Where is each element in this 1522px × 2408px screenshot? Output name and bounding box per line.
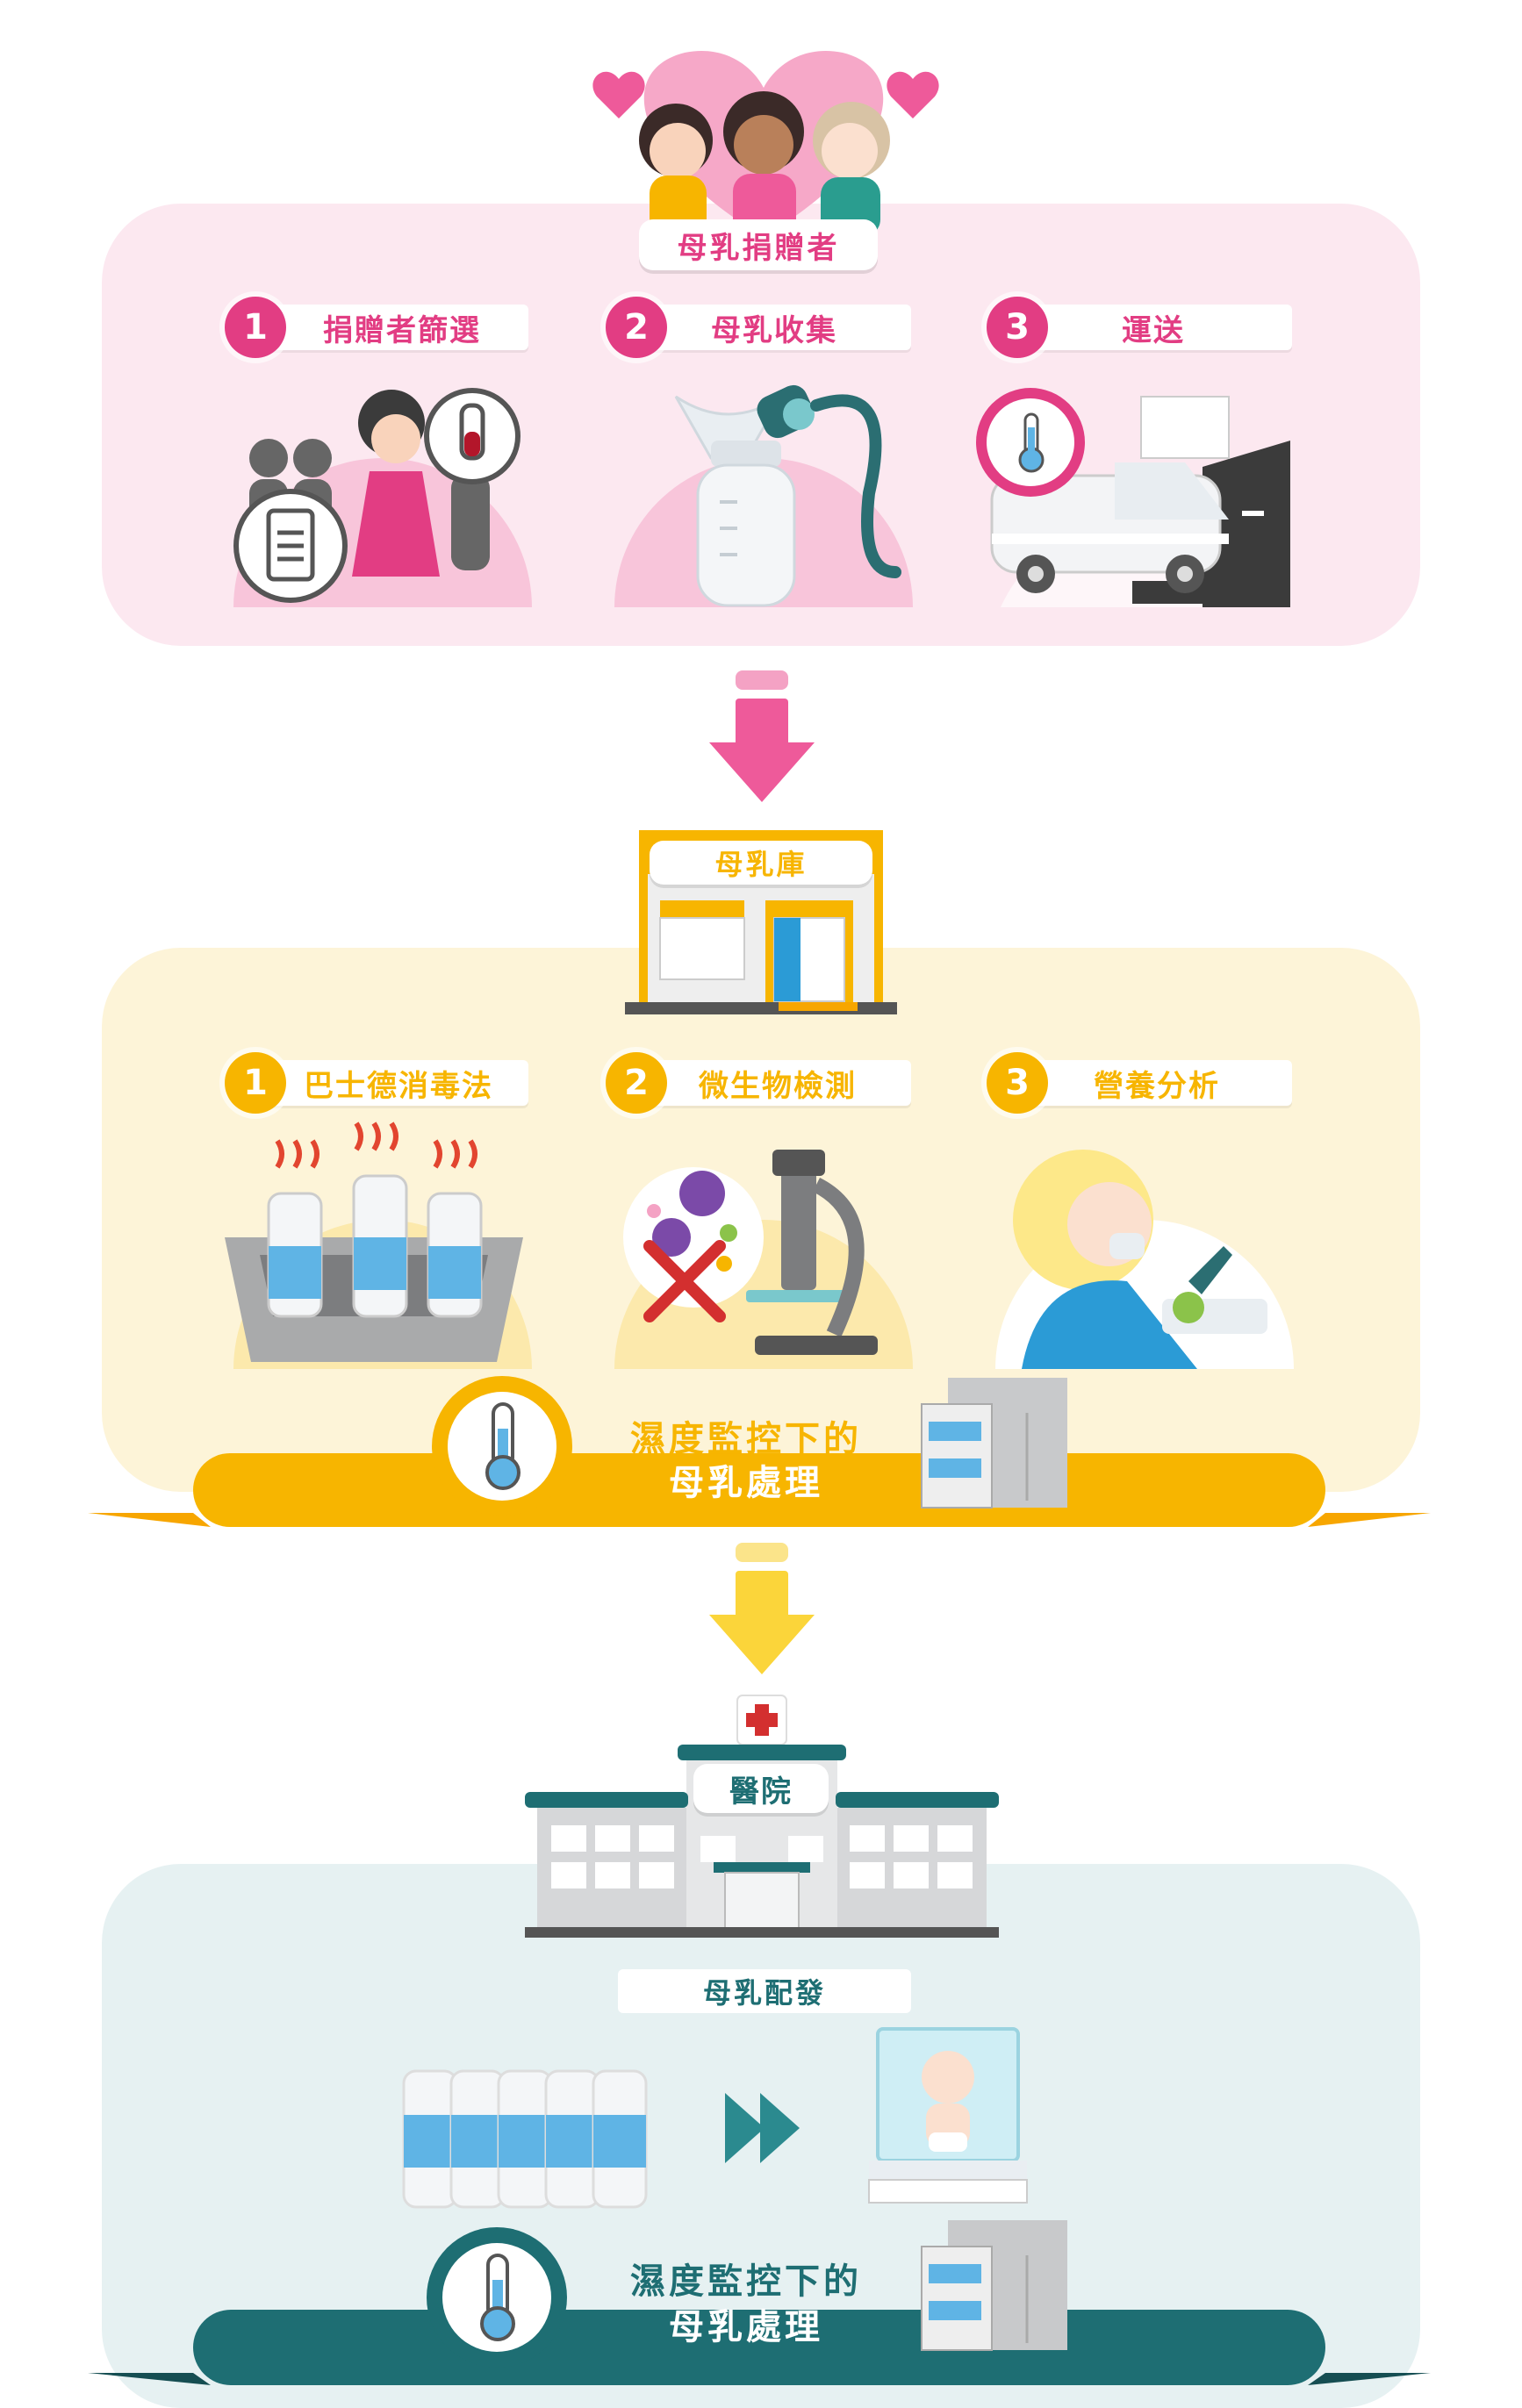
bank-step-3-label: 營養分析	[1027, 1060, 1292, 1106]
bank-thermometer-icon	[432, 1376, 572, 1516]
donors-title: 母乳捐贈者	[639, 219, 878, 270]
bank-step-1-label: 巴士德消毒法	[263, 1060, 528, 1106]
bank-refrigerator-illustration	[921, 1378, 1067, 1509]
donor-transport-illustration	[976, 388, 1290, 607]
milk-bottles-illustration	[402, 2069, 648, 2209]
nutrition-analysis-illustration	[995, 1150, 1294, 1369]
bank-step-2-number: 2	[606, 1052, 667, 1114]
bank-ribbon-line-2: 母乳處理	[669, 1463, 823, 1503]
arrow-down-yellow-icon	[709, 1543, 815, 1674]
microbial-testing-illustration	[614, 1150, 913, 1369]
donor-step-1-number: 1	[225, 297, 286, 358]
donor-screening-illustration	[233, 388, 532, 607]
distribution-label: 母乳配發	[618, 1969, 911, 2013]
bank-step-2-label: 微生物檢測	[646, 1060, 911, 1106]
donor-step-2-number: 2	[606, 297, 667, 358]
donors-illustration	[592, 51, 939, 237]
hospital-thermometer-icon	[427, 2227, 567, 2368]
baby-incubator-illustration	[868, 2027, 1028, 2204]
bank-step-3-number: 3	[987, 1052, 1048, 1114]
donor-collection-illustration	[614, 384, 913, 607]
hospital-ribbon-line-1: 濕度監控下的	[630, 2261, 862, 2302]
donor-step-3-number: 3	[987, 297, 1048, 358]
hospital-building-illustration	[525, 1695, 999, 1938]
donor-step-3-label: 運送	[1027, 305, 1292, 350]
pasteurization-illustration	[225, 1122, 532, 1369]
hospital-ribbon-line-2: 母乳處理	[669, 2307, 823, 2347]
hospital-title: 醫院	[693, 1764, 829, 1813]
hospital-refrigerator-illustration	[921, 2220, 1067, 2351]
fast-forward-icon	[725, 2093, 800, 2163]
bank-step-1-number: 1	[225, 1052, 286, 1114]
milk-bank-title: 母乳庫	[650, 841, 872, 885]
donor-step-2-label: 母乳收集	[646, 305, 911, 350]
arrow-down-pink-icon	[709, 670, 815, 802]
bank-ribbon-line-1: 濕度監控下的	[630, 1419, 862, 1459]
donor-step-1-label: 捐贈者篩選	[263, 305, 528, 350]
